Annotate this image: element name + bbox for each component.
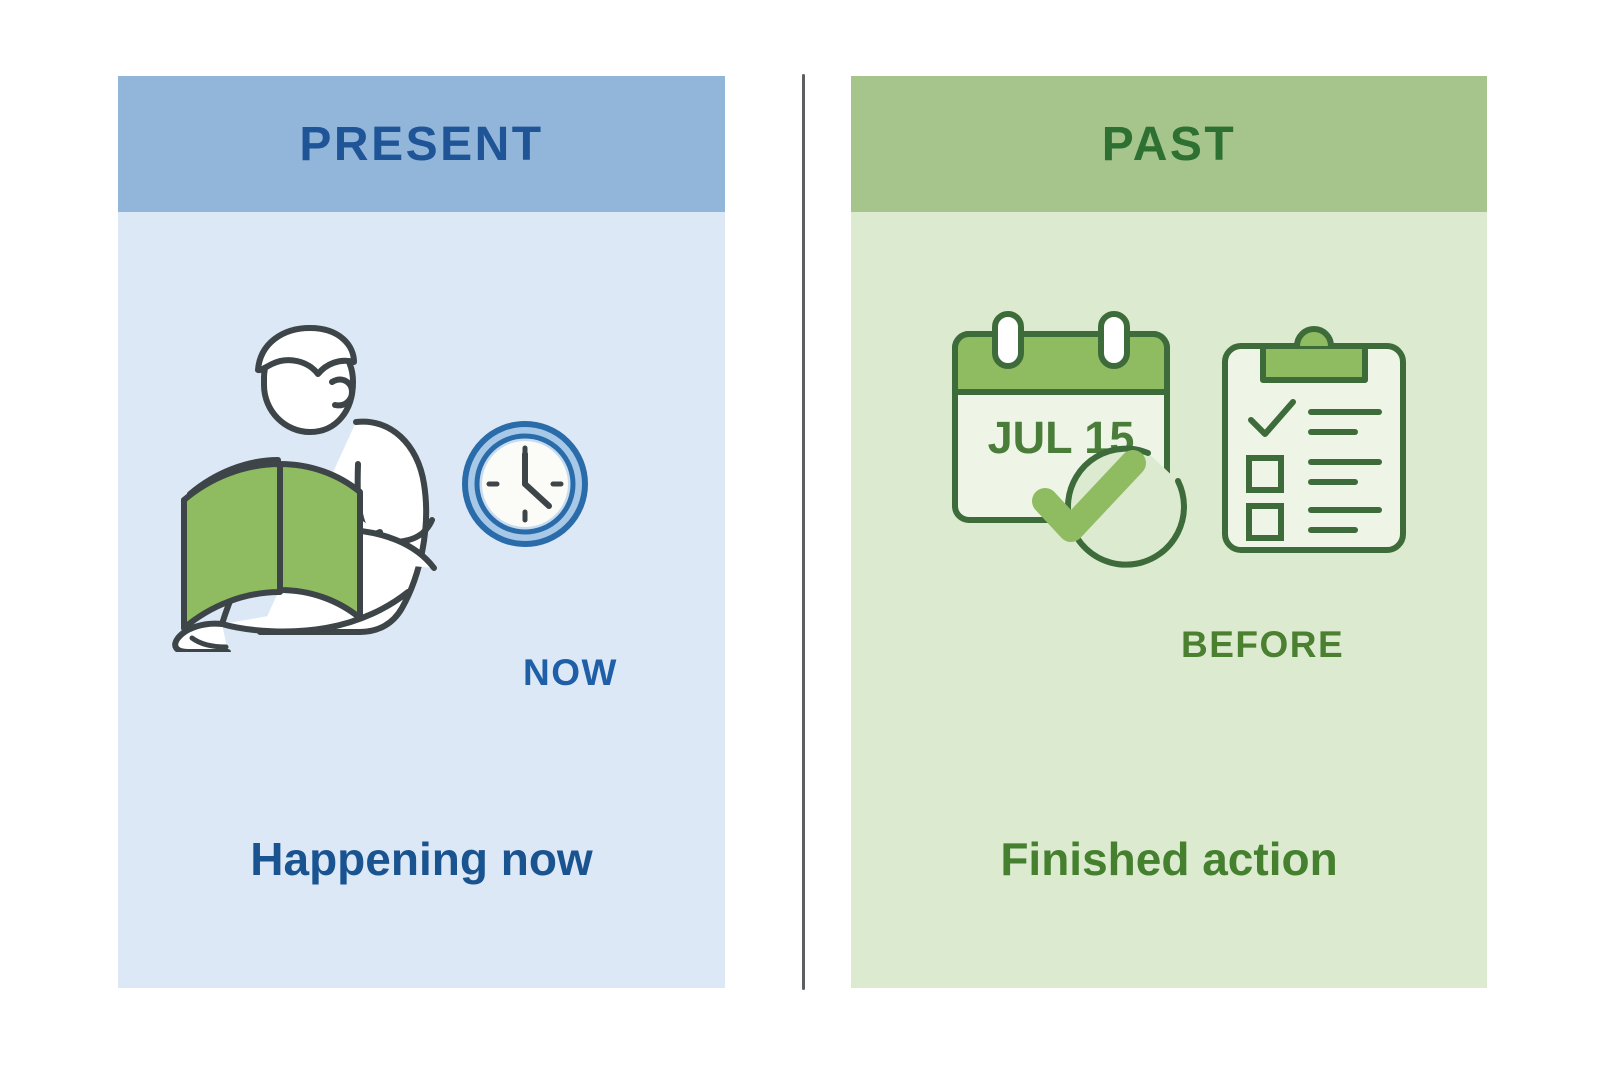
present-panel-body: NOW Happening now [118,212,725,988]
past-caption: Finished action [1000,833,1338,885]
calendar-ring-left [992,311,1024,369]
past-panel-body: JUL 15 [851,212,1487,988]
past-illustration-group: JUL 15 [851,308,1487,608]
present-panel-title: PRESENT [299,117,544,171]
calendar-ring-right [1098,311,1130,369]
vertical-divider [802,74,805,990]
clipboard-checklist-icon [1222,326,1406,553]
check-circle-icon [1032,445,1187,568]
present-illustration-group [118,322,725,652]
past-panel-header: PAST [851,76,1487,212]
past-panel: PAST JUL [851,76,1487,988]
open-book-icon [181,457,363,631]
present-panel-header: PRESENT [118,76,725,212]
present-caption: Happening now [250,833,593,885]
before-badge-label: BEFORE [1181,624,1345,665]
clipboard-checkbox-2 [1246,455,1284,493]
present-panel: PRESENT [118,76,725,988]
past-panel-title: PAST [1101,117,1237,171]
calendar-icon: JUL 15 [952,311,1170,523]
now-badge-label: NOW [523,652,618,693]
wall-clock-icon [462,421,588,547]
clipboard-checkbox-3 [1246,503,1284,541]
clipboard-check-mark [1248,399,1296,437]
